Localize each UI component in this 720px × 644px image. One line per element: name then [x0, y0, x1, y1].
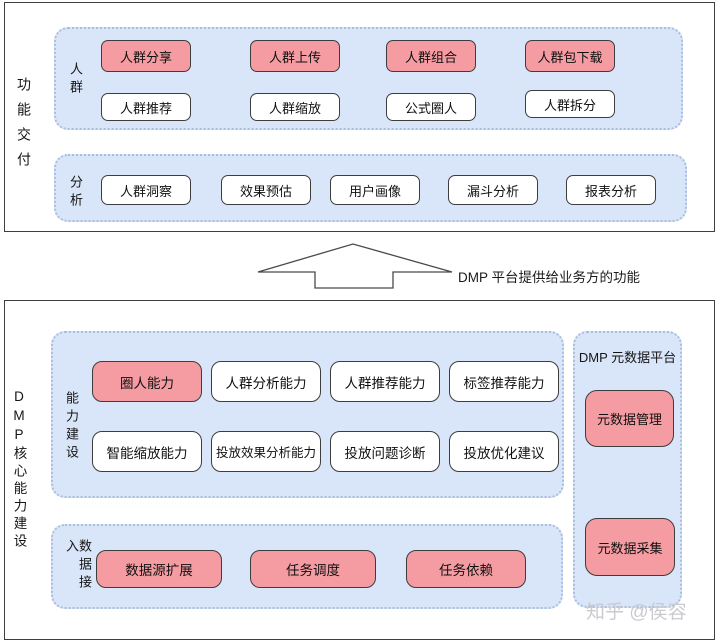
- crowd-split-box: 人群拆分: [525, 90, 615, 118]
- function-delivery-frame: 功能交付 人群 人群分享 人群上传 人群组合 人群包下载 人群推荐 人群缩放 公…: [4, 2, 715, 232]
- formula-targeting-box: 公式圈人: [386, 93, 476, 121]
- targeting-capability-box: 圈人能力: [92, 361, 202, 402]
- crowd-recommend-box: 人群推荐: [101, 93, 191, 121]
- analysis-group-label: 分析: [68, 175, 83, 211]
- capability-group: 能力建设 圈人能力 人群分析能力 人群推荐能力 标签推荐能力 智能缩放能力 投放…: [51, 331, 564, 498]
- dmp-core-capability-frame: DMP核心能力建设 能力建设 圈人能力 人群分析能力 人群推荐能力 标签推荐能力…: [4, 300, 715, 640]
- crowd-share-box: 人群分享: [101, 40, 191, 72]
- metadata-collection-box: 元数据采集: [585, 518, 675, 576]
- report-analysis-box: 报表分析: [566, 175, 656, 205]
- metadata-management-box: 元数据管理: [585, 390, 674, 447]
- crowd-recommend-capability-box: 人群推荐能力: [330, 361, 440, 402]
- crowd-scaling-box: 人群缩放: [250, 93, 340, 121]
- data-source-expansion-box: 数据源扩展: [96, 550, 222, 588]
- up-arrow-shape: [257, 243, 453, 289]
- data-access-group: 数据接入 数据源扩展 任务调度 任务依赖: [51, 524, 563, 609]
- effect-estimation-box: 效果预估: [221, 175, 311, 205]
- delivery-optimization-advice-box: 投放优化建议: [449, 431, 559, 472]
- metadata-platform-title: DMP 元数据平台: [578, 350, 677, 365]
- arrow-caption: DMP 平台提供给业务方的功能: [458, 270, 641, 285]
- crowd-insight-box: 人群洞察: [101, 175, 191, 205]
- zhihu-watermark: 知乎 @侯容: [586, 602, 687, 623]
- funnel-analysis-box: 漏斗分析: [448, 175, 538, 205]
- dmp-core-capability-label: DMP核心能力建设: [11, 389, 27, 551]
- crowd-group-label: 人群: [68, 62, 83, 98]
- tag-recommend-capability-box: 标签推荐能力: [449, 361, 559, 402]
- crowd-analysis-capability-box: 人群分析能力: [211, 361, 321, 402]
- delivery-problem-diagnosis-box: 投放问题诊断: [330, 431, 440, 472]
- data-access-group-label: 数据接入: [64, 539, 92, 593]
- crowd-group: 人群 人群分享 人群上传 人群组合 人群包下载 人群推荐 人群缩放 公式圈人 人…: [54, 27, 683, 130]
- function-delivery-label: 功能交付: [16, 77, 32, 177]
- task-dependency-box: 任务依赖: [406, 550, 526, 588]
- smart-scaling-capability-box: 智能缩放能力: [92, 431, 202, 472]
- crowd-package-download-box: 人群包下载: [525, 40, 615, 72]
- capability-group-label: 能力建设: [64, 391, 79, 463]
- analysis-group: 分析 人群洞察 效果预估 用户画像 漏斗分析 报表分析: [54, 154, 687, 222]
- delivery-effect-analysis-box: 投放效果分析能力: [211, 431, 321, 472]
- crowd-combine-box: 人群组合: [386, 40, 476, 72]
- crowd-upload-box: 人群上传: [250, 40, 340, 72]
- metadata-platform-panel: DMP 元数据平台 元数据管理 元数据采集: [573, 331, 682, 608]
- task-scheduling-box: 任务调度: [250, 550, 376, 588]
- user-profile-box: 用户画像: [330, 175, 420, 205]
